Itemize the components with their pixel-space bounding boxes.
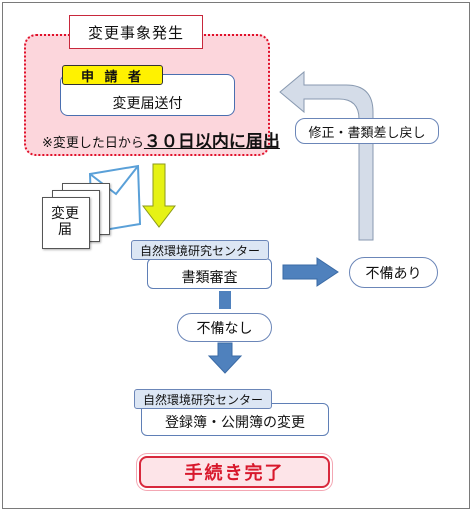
return-arrow: [279, 70, 374, 241]
review-org-tag: 自然環境研究センター: [131, 240, 269, 260]
event-title: 変更事象発生: [69, 15, 203, 49]
diagram-frame: [2, 2, 470, 509]
review-step: 書類審査: [147, 258, 272, 289]
deficient-node: 不備あり: [349, 257, 438, 288]
applicant-tag: 申 請 者: [62, 65, 163, 85]
deficient-arrow: [282, 257, 339, 287]
submit-arrow: [141, 163, 177, 228]
feedback-label: 修正・書類差し戻し: [295, 118, 439, 144]
document-label: 変更届: [51, 206, 79, 238]
deadline-note: ※変更した日から３０日以内に届出: [42, 127, 280, 152]
deadline-emphasis: ３０日以内に届出: [143, 132, 280, 152]
no-deficiency-arrow: [207, 342, 243, 374]
registration-org-tag: 自然環境研究センター: [134, 389, 272, 409]
connector: [219, 291, 231, 309]
document-sheet: [42, 197, 90, 249]
applicant-action: 変更届送付: [112, 96, 183, 112]
no-deficiency-node: 不備なし: [177, 313, 272, 342]
deadline-prefix: ※変更した日から: [42, 136, 144, 151]
complete-badge: 手続き完了: [139, 456, 330, 488]
